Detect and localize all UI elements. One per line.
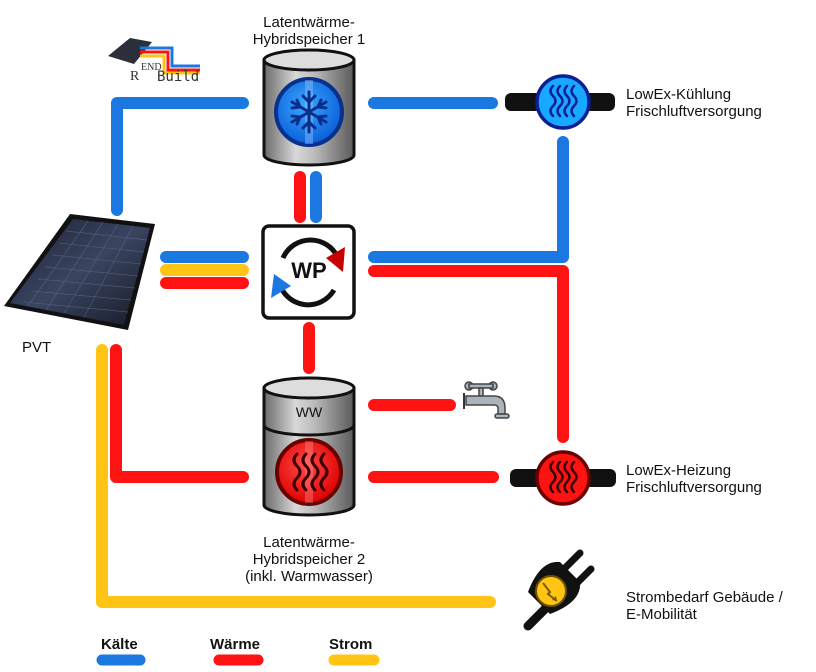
heating-label-line1: LowEx-Heizung <box>626 462 732 479</box>
cooling-label: LowEx-Kühlung Frischluftversorgung <box>626 86 762 120</box>
legend-label-cold: Kälte <box>101 636 138 653</box>
storage-tank-2: WW <box>262 376 356 517</box>
legend-label-heat: Wärme <box>210 636 261 653</box>
pipe-cold-pvt-storage1 <box>111 97 249 216</box>
heat-pump-label: WP <box>291 258 326 283</box>
plug-icon <box>523 549 595 631</box>
snowflake-icon <box>290 90 328 134</box>
storage2-title-line1: Latentwärme- <box>263 534 355 551</box>
pipe-heat-pvt-storage2 <box>110 344 249 483</box>
solar-panel-icon <box>4 214 155 330</box>
rendbuild-logo: R END Build <box>108 38 200 85</box>
power-label-line1: Strombedarf Gebäude / <box>626 589 783 606</box>
heating-unit <box>510 450 616 506</box>
storage1-title-line1: Latentwärme- <box>263 14 355 31</box>
storage2-title-line3: (inkl. Warmwasser) <box>245 568 373 585</box>
storage2-title: Latentwärme- Hybridspeicher 2 (inkl. War… <box>224 534 394 585</box>
storage2-title-line2: Hybridspeicher 2 <box>252 551 366 568</box>
storage1-title-line2: Hybridspeicher 1 <box>252 31 366 48</box>
cooling-waves-icon <box>549 84 578 118</box>
logo-text-build: Build <box>157 69 199 85</box>
power-label-line2: E-Mobilität <box>626 606 697 623</box>
heat-pump: WP <box>261 224 356 320</box>
logo-text-r: R <box>130 69 140 84</box>
cooling-label-line1: LowEx-Kühlung <box>626 86 732 103</box>
heating-waves-icon <box>292 452 329 492</box>
heat-pump-cycle-icon <box>271 237 345 308</box>
faucet-icon <box>463 381 510 419</box>
legend-label-power: Strom <box>329 636 373 653</box>
cooling-unit <box>505 74 615 130</box>
storage-tank-1 <box>262 48 356 167</box>
storage1-title: Latentwärme- Hybridspeicher 1 <box>234 14 384 48</box>
pvt-label: PVT <box>22 339 52 356</box>
pipe-cold-cooling-wp <box>368 136 569 263</box>
logo-text-end: END <box>141 62 162 73</box>
power-demand-label: Strombedarf Gebäude / E-Mobilität <box>626 589 783 623</box>
heating-unit-waves-icon <box>549 460 578 494</box>
ww-label: WW <box>296 404 323 420</box>
heating-label: LowEx-Heizung Frischluftversorgung <box>626 462 762 496</box>
pipe-heat-wp-heating <box>368 265 569 443</box>
pipe-power-pvt-plug <box>96 344 496 608</box>
cooling-label-line2: Frischluftversorgung <box>626 103 762 120</box>
heating-label-line2: Frischluftversorgung <box>626 479 762 496</box>
